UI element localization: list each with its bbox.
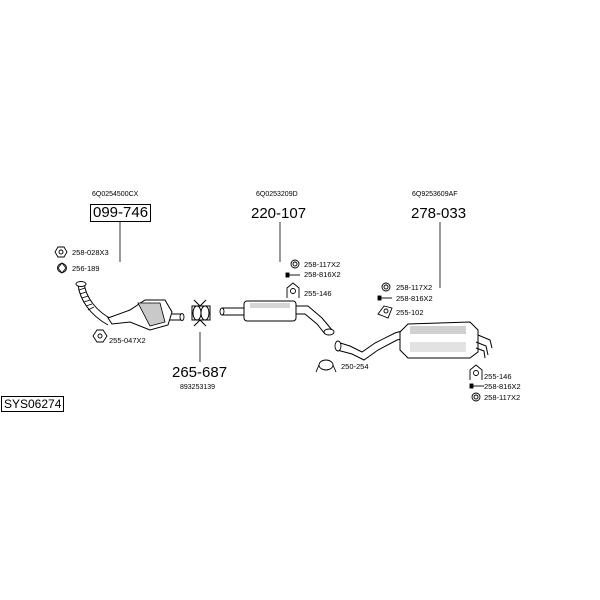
fitting-label[interactable]: 255-146: [484, 372, 512, 381]
catalytic-converter: [107, 299, 185, 331]
connector-clamp: [191, 299, 211, 327]
bolt-icon: [469, 383, 484, 389]
gasket-ring-icon: [381, 282, 391, 292]
oem-code: 893253139: [180, 384, 216, 391]
part-number-catalyst[interactable]: 099-746: [90, 204, 152, 222]
oem-code: 6Q9253609AF: [412, 191, 458, 198]
fitting-label[interactable]: 250-254: [341, 362, 369, 371]
fitting-label[interactable]: 258-816X2: [396, 294, 433, 303]
bolt-icon: [285, 272, 300, 278]
part-number-rear-silencer[interactable]: 278-033: [411, 205, 467, 222]
rubber-hanger-icon: [469, 364, 483, 380]
leader-lines: [119, 222, 441, 362]
gasket-ring-icon: [290, 259, 300, 269]
gasket-ring-inner: [292, 261, 298, 267]
fitting-label[interactable]: 255-146: [304, 289, 332, 298]
flex-section: [78, 287, 95, 311]
fitting-label[interactable]: 256-189: [72, 264, 100, 273]
oem-code: 6Q0253209D: [256, 191, 298, 198]
diagram-id: SYS06274: [1, 396, 65, 412]
fitting-label[interactable]: 258-117X2: [304, 260, 341, 269]
gasket-ring-inner: [383, 284, 389, 290]
clamp-icon: [92, 329, 108, 343]
clamp-icon: [315, 359, 337, 373]
fitting-label[interactable]: 258-117X2: [484, 393, 521, 402]
middle-silencer: [219, 300, 335, 336]
bolt-icon: [377, 295, 392, 301]
gasket-ring-icon: [471, 392, 481, 402]
part-number-middle-silencer[interactable]: 220-107: [251, 205, 307, 222]
front-pipe: [75, 281, 114, 326]
rubber-hanger-icon: [377, 305, 393, 319]
part-number-connector[interactable]: 265-687: [172, 364, 228, 381]
fitting-label[interactable]: 255-047X2: [109, 336, 146, 345]
gasket-ring-inner: [57, 262, 67, 274]
rear-silencer-assembly: [334, 321, 493, 361]
hex-nut-hole: [58, 249, 64, 255]
gasket-ring-icon: [57, 263, 67, 273]
rubber-hanger-icon: [286, 282, 300, 298]
fitting-label[interactable]: 258-816X2: [304, 270, 341, 279]
fitting-label[interactable]: 258-117X2: [396, 283, 433, 292]
fitting-label[interactable]: 255-102: [396, 308, 424, 317]
oem-code: 6Q0254500CX: [92, 191, 139, 198]
fitting-label[interactable]: 258-816X2: [484, 382, 521, 391]
fitting-label[interactable]: 258-028X3: [72, 248, 109, 257]
gasket-ring-inner: [473, 394, 479, 400]
